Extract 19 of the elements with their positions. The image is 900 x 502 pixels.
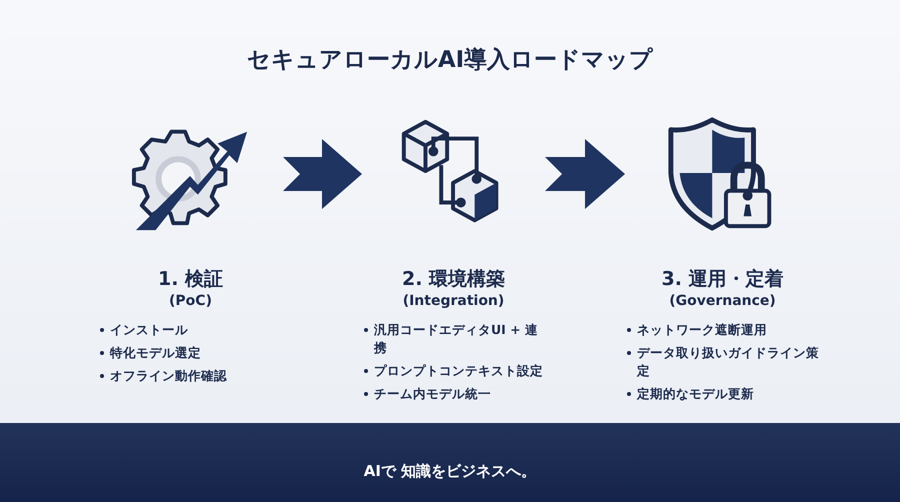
stage-heading: 3. 運用・定着 xyxy=(660,267,785,292)
arrow xyxy=(283,139,362,209)
bullet-text: 定期的なモデル更新 xyxy=(637,385,754,403)
bullet-text: インストール xyxy=(110,321,188,339)
bullet-text: プロンプトコンテキスト設定 xyxy=(374,362,543,380)
bullet-text: 汎用コードエディタUI + 連携 xyxy=(374,321,539,357)
stage-subtitle: (PoC) xyxy=(168,293,213,309)
bullet-text: データ取り扱いガイドライン策定 xyxy=(637,344,820,380)
arrow xyxy=(545,139,625,209)
bullet-text: チーム内モデル統一 xyxy=(374,385,491,403)
tagline: AIで 知識をビジネスへ。 xyxy=(362,462,538,481)
bullet-text: オフライン動作確認 xyxy=(110,367,227,385)
bullet-text: ネットワーク遮断運用 xyxy=(637,321,767,339)
stage-subtitle: (Governance) xyxy=(668,293,777,309)
stage-heading: 1. 検証 xyxy=(156,267,224,292)
stage-subtitle: (Integration) xyxy=(402,293,506,309)
stage-heading: 2. 環境構築 xyxy=(400,267,506,292)
title: セキュアローカルAI導入ロードマップ xyxy=(246,46,654,75)
bullet-text: 特化モデル選定 xyxy=(110,344,201,362)
